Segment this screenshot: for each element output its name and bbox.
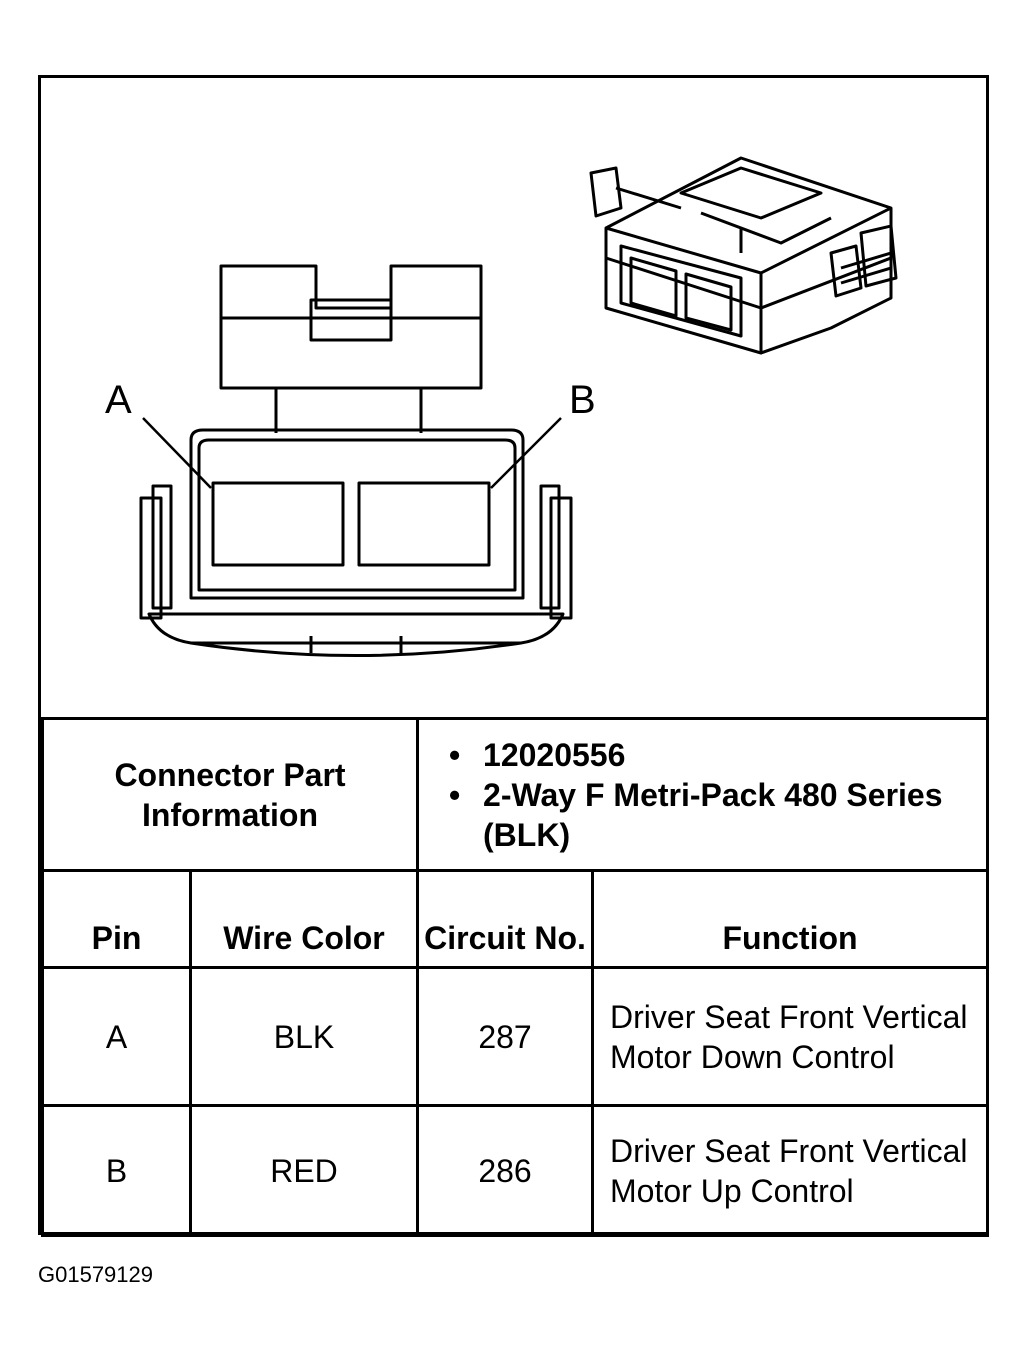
column-header-wire-color: Wire Color	[188, 869, 420, 969]
wire-color-cell: RED	[188, 1104, 420, 1237]
pin-label-b: B	[569, 378, 596, 422]
pin-cell: B	[41, 1104, 192, 1237]
connector-base	[147, 612, 565, 645]
part-info-header-text: Connector Part Information	[114, 756, 346, 833]
connector-drawing: A B	[41, 78, 986, 717]
connector-figure-frame: A B Connector Part Information 12020556 …	[38, 75, 990, 1237]
cavity-a	[211, 481, 345, 567]
column-header-pin: Pin	[41, 869, 192, 969]
function-cell: Driver Seat Front Vertical Motor Down Co…	[591, 966, 990, 1107]
part-info-header: Connector Part Information	[40, 717, 420, 872]
wire-color-cell: BLK	[188, 966, 420, 1107]
connector-illustration	[139, 156, 898, 657]
table-row: A BLK 287 Driver Seat Front Vertical Mot…	[41, 966, 990, 1107]
function-cell: Driver Seat Front Vertical Motor Up Cont…	[591, 1104, 990, 1237]
connector-body	[189, 428, 525, 600]
table-row: B RED 286 Driver Seat Front Vertical Mot…	[41, 1104, 990, 1237]
figure-id: G01579129	[38, 1262, 153, 1287]
column-header-row: Pin Wire Color Circuit No. Function	[41, 869, 990, 969]
column-header-circuit: Circuit No.	[416, 869, 595, 969]
part-number: 12020556	[449, 735, 986, 775]
part-info-row: Connector Part Information 12020556 2-Wa…	[40, 717, 990, 872]
connector-type: 2-Way F Metri-Pack 480 Series (BLK)	[449, 775, 986, 855]
circuit-cell: 286	[416, 1104, 595, 1237]
column-header-function: Function	[591, 869, 990, 969]
pin-label-a: A	[105, 378, 132, 422]
cavity-b	[357, 481, 491, 567]
pin-cell: A	[41, 966, 192, 1107]
latch-top	[219, 264, 483, 390]
connector-isometric-view	[589, 156, 898, 355]
part-info-values: 12020556 2-Way F Metri-Pack 480 Series (…	[416, 717, 990, 872]
circuit-cell: 287	[416, 966, 595, 1107]
connector-info-table: Connector Part Information 12020556 2-Wa…	[40, 717, 990, 1237]
